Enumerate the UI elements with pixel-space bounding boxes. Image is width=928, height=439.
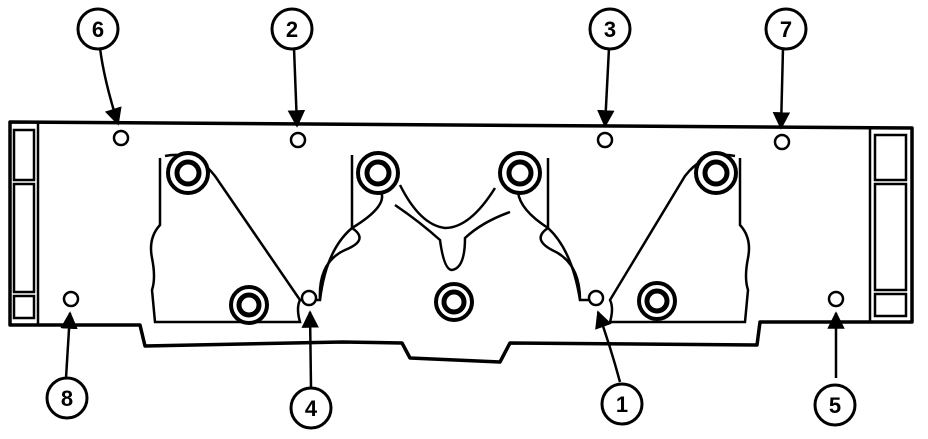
callout-3-label: 3 — [604, 17, 616, 42]
stud-nut — [637, 281, 677, 321]
right-end-detail — [868, 128, 908, 322]
stud-nut — [498, 151, 542, 195]
manifold-port-right — [608, 153, 751, 324]
callout-2-label: 2 — [286, 17, 298, 42]
bolt-hole-8 — [62, 290, 80, 308]
callout-1-circle — [600, 382, 644, 426]
left-end-detail — [12, 123, 40, 325]
bolt-holes — [62, 129, 845, 308]
callout-5-circle — [813, 383, 857, 427]
stud-nut — [229, 285, 269, 325]
callout-4-circle — [289, 386, 333, 430]
callouts — [45, 7, 857, 430]
callout-labels: 6 2 3 7 8 4 1 5 — [61, 17, 841, 421]
stud-nut — [694, 151, 738, 195]
callout-8-label: 8 — [61, 386, 73, 411]
callout-2-circle — [270, 7, 314, 51]
bolt-hole-4 — [300, 289, 318, 307]
callout-6-circle — [76, 7, 120, 51]
callout-7-circle — [764, 7, 808, 51]
callout-8-circle — [45, 376, 89, 420]
callout-6-label: 6 — [92, 17, 104, 42]
stud-nut — [434, 282, 474, 322]
bolt-hole-6 — [112, 129, 130, 147]
bolt-hole-7 — [773, 133, 791, 151]
bolt-hole-2 — [289, 131, 307, 149]
callout-1-label: 1 — [616, 392, 628, 417]
bolt-hole-3 — [596, 131, 614, 149]
bolt-hole-5 — [827, 290, 845, 308]
cylinder-head-outline — [8, 120, 914, 364]
callout-4-label: 4 — [305, 396, 318, 421]
callout-5-label: 5 — [829, 393, 841, 418]
stud-nut — [166, 151, 210, 195]
stud-nut — [356, 151, 400, 195]
bolt-hole-1 — [587, 289, 605, 307]
stud-nuts — [166, 151, 738, 325]
callout-3-circle — [588, 7, 632, 51]
leader-lines — [60, 47, 845, 388]
callout-7-label: 7 — [780, 17, 792, 42]
manifold-center — [300, 155, 600, 302]
